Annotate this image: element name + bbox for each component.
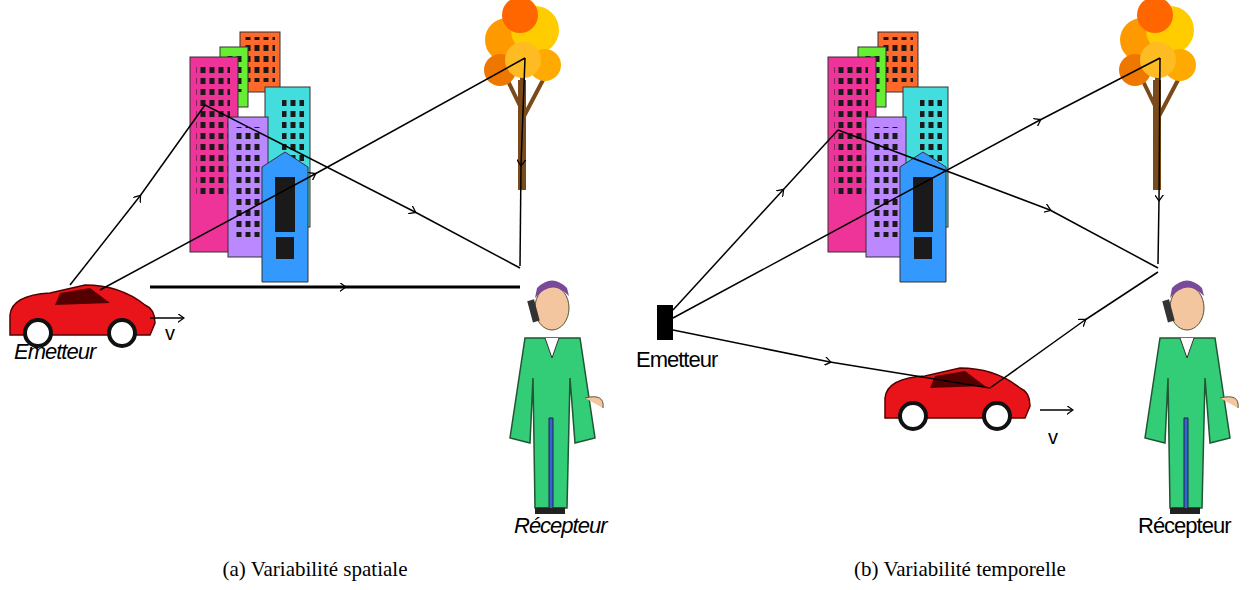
emitter-label: Emetteur (14, 340, 95, 364)
velocity-label: v (1048, 426, 1058, 448)
velocity-label: v (165, 322, 175, 344)
emitter-label: Emetteur (636, 348, 717, 372)
caption: (b) Variabilité temporelle (854, 558, 1066, 581)
caption: (a) Variabilité spatiale (222, 558, 407, 581)
receiver-label: Récepteur (514, 514, 607, 538)
receiver-label: Récepteur (1138, 514, 1231, 538)
